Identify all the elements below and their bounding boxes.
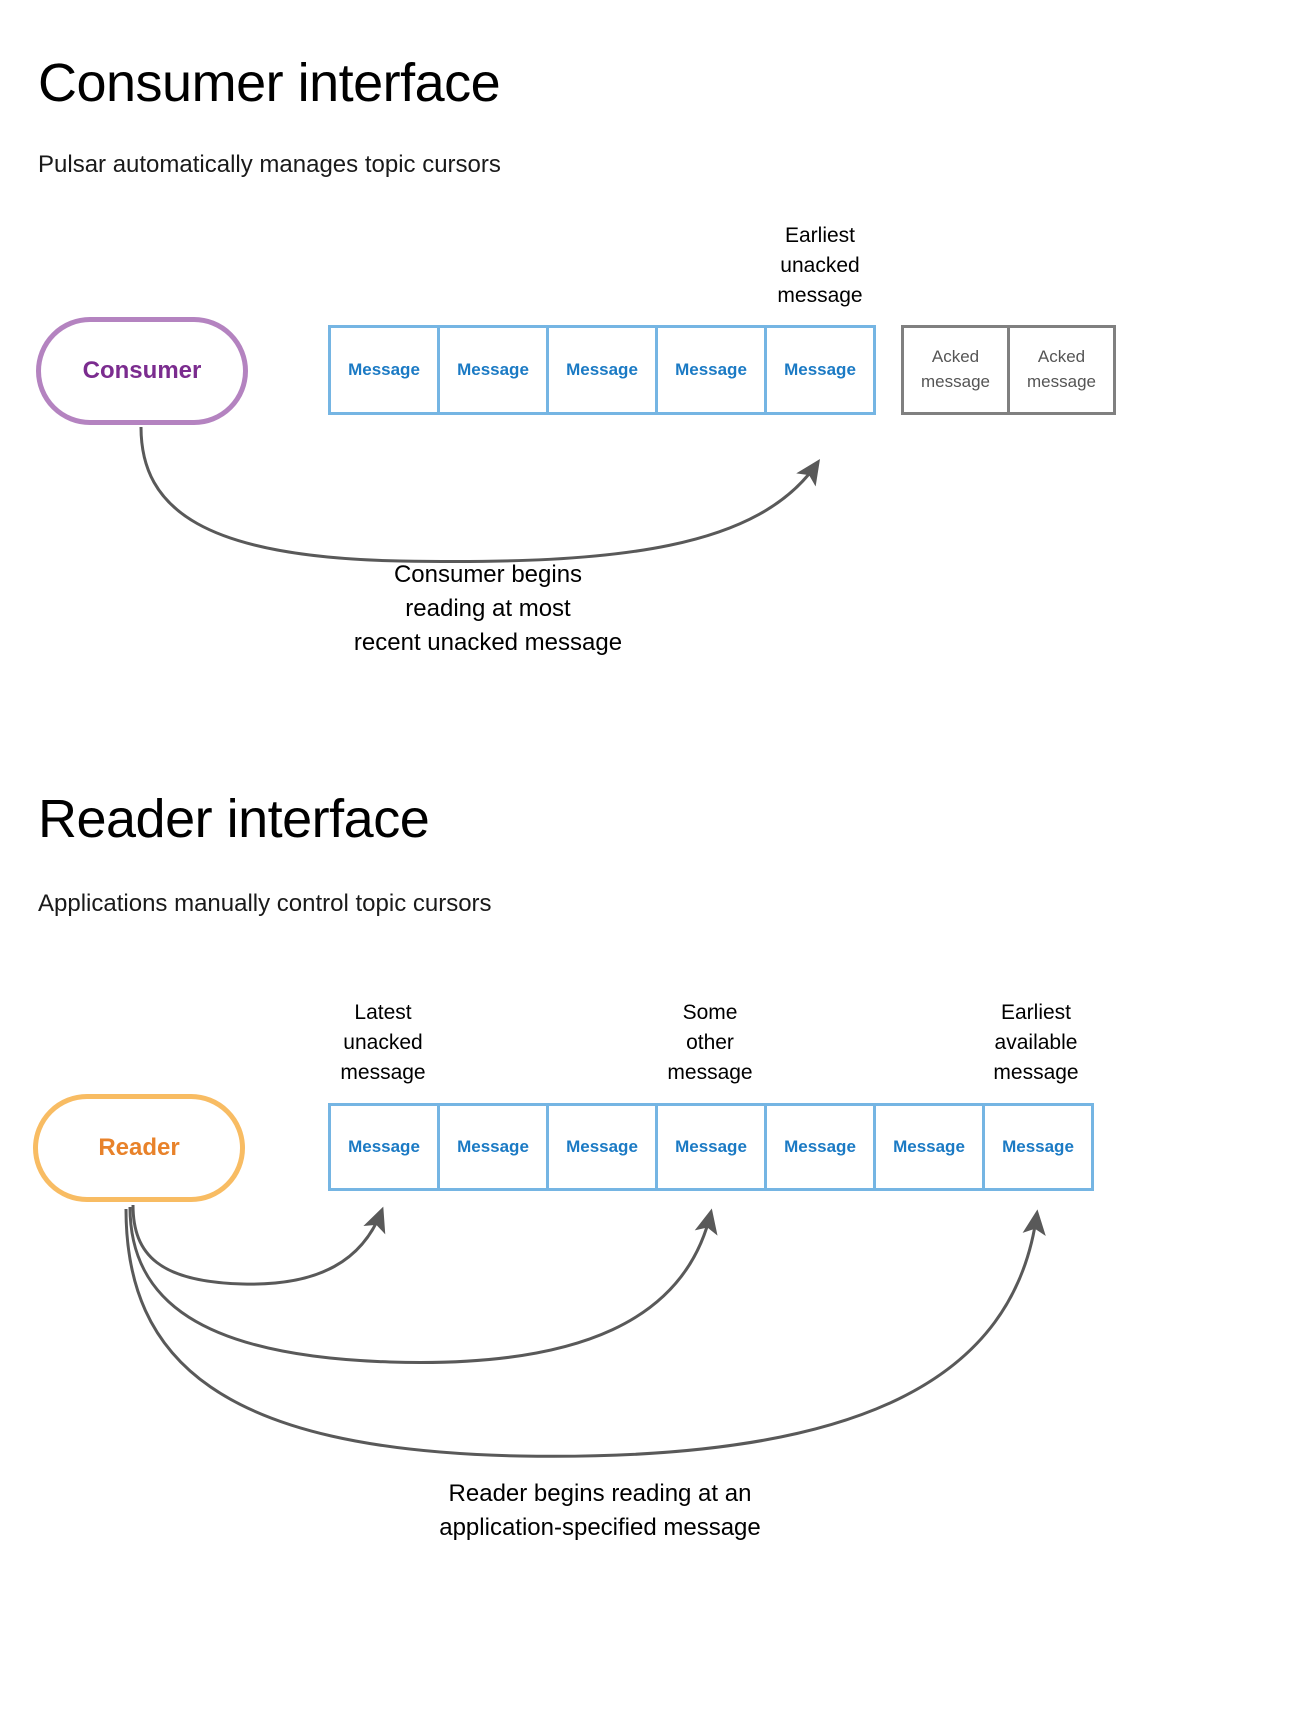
consumer-section-title: Consumer interface [38, 53, 501, 113]
consumer-section-subtitle: Pulsar automatically manages topic curso… [38, 151, 501, 178]
reader-caption: Reader begins reading at an application-… [439, 1480, 761, 1542]
reader-section-title: Reader interface [38, 789, 430, 849]
consumer-node[interactable]: Consumer [36, 317, 248, 425]
consumer-arrow-path [139, 426, 821, 564]
message-box[interactable]: Message [546, 325, 658, 415]
consumer-caption: Consumer begins reading at most recent u… [353, 561, 623, 657]
acked-message-box[interactable]: Acked message [901, 325, 1010, 415]
reader-message-row: Message Message Message Message Message … [328, 1103, 1094, 1191]
acked-message-box[interactable]: Acked message [1007, 325, 1116, 415]
earliest-available-message-label: Earliest available message [993, 1001, 1079, 1084]
message-box[interactable]: Message [982, 1103, 1094, 1191]
message-box[interactable]: Message [655, 1103, 767, 1191]
acked-message-line1: Acked [1037, 347, 1086, 367]
acked-message-line2: message [921, 372, 990, 391]
reader-arrow-path-earliest [124, 1208, 1046, 1458]
some-other-message-label: Some other message [667, 1001, 753, 1084]
message-box[interactable]: Message [437, 325, 549, 415]
acked-message-row: Acked message Acked message [901, 325, 1116, 415]
acked-message-line2: message [1027, 372, 1096, 391]
consumer-cursor-arrow [139, 426, 821, 564]
reader-node[interactable]: Reader [33, 1094, 245, 1202]
message-box[interactable]: Message [437, 1103, 549, 1191]
message-box[interactable]: Message [764, 325, 876, 415]
reader-arrow-path-latest [131, 1204, 386, 1286]
reader-node-label: Reader [98, 1134, 180, 1161]
acked-message-line1: Acked [931, 347, 980, 367]
message-box[interactable]: Message [655, 325, 767, 415]
reader-arrow-path-some-other [128, 1206, 718, 1364]
consumer-node-label: Consumer [82, 357, 202, 384]
message-box[interactable]: Message [546, 1103, 658, 1191]
earliest-unacked-message-label: Earliest unacked message [777, 224, 863, 307]
reader-section-subtitle: Applications manually control topic curs… [38, 890, 492, 917]
consumer-message-row: Message Message Message Message Message [328, 325, 876, 415]
message-box[interactable]: Message [873, 1103, 985, 1191]
latest-unacked-message-label: Latest unacked message [340, 1001, 426, 1084]
